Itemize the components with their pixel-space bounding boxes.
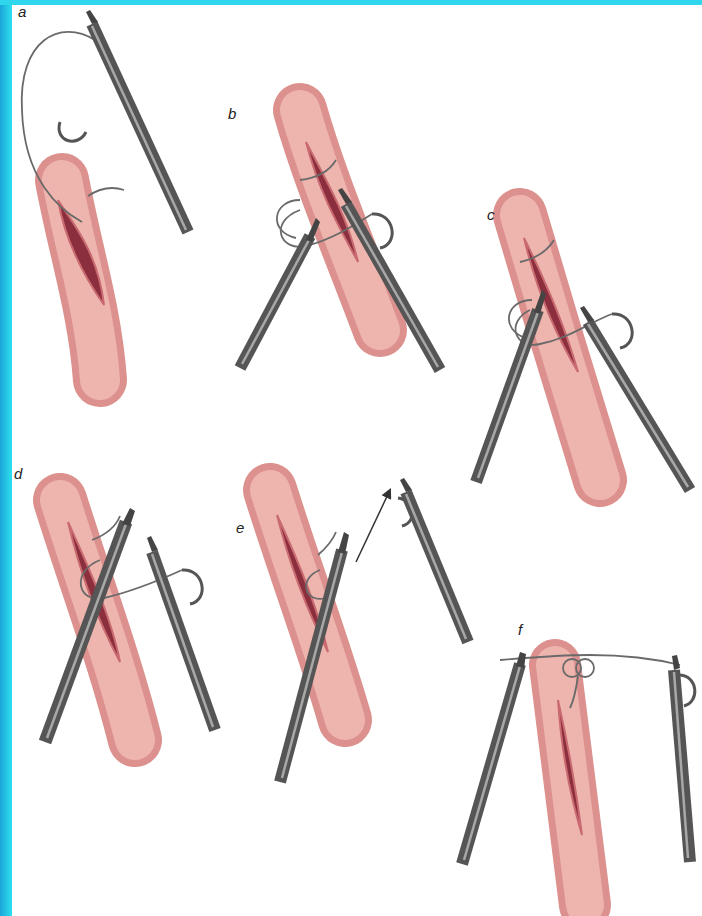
sutures: [22, 32, 695, 708]
needle-holder: [346, 204, 440, 370]
jaw: [516, 652, 526, 668]
suture-thread: [306, 570, 326, 599]
incision: [58, 200, 104, 305]
needle: [372, 214, 392, 248]
shaft-highlight: [47, 524, 126, 738]
needle: [59, 122, 86, 141]
shaft-highlight: [674, 672, 688, 858]
needle-holder: [92, 24, 188, 232]
motion-arrow: [356, 490, 390, 562]
jaw: [534, 290, 546, 314]
shaft-highlight: [242, 238, 310, 364]
instruments: [45, 10, 690, 864]
shaft-highlight: [346, 206, 438, 367]
needle-holder: [152, 552, 215, 730]
vessel: [300, 110, 380, 330]
incision: [558, 700, 582, 835]
panel-letter: f: [518, 622, 522, 639]
vessel: [300, 110, 380, 330]
panel-letter: d: [14, 466, 22, 483]
needle-holder: [588, 322, 690, 490]
jaw: [147, 536, 158, 552]
jaw: [580, 306, 594, 322]
jaw: [338, 188, 352, 204]
needle: [612, 314, 632, 348]
shaft-highlight: [478, 312, 538, 478]
grasper: [462, 664, 520, 864]
suture-thread: [277, 200, 300, 238]
vessel: [555, 665, 585, 905]
vessel: [520, 215, 600, 480]
grasper: [240, 236, 310, 368]
needle-holder: [674, 670, 690, 862]
vessels: [60, 110, 600, 905]
jaw: [86, 10, 98, 24]
needle-holder: [406, 492, 468, 642]
suture-thread: [88, 188, 124, 196]
panel-letter: e: [236, 520, 244, 537]
jaw: [306, 218, 320, 242]
shaft-highlight: [406, 494, 466, 639]
suture-thread: [300, 160, 336, 180]
panel-letter: c: [487, 207, 495, 224]
needle: [182, 570, 202, 604]
panel-letter: a: [18, 4, 26, 21]
suture-thread: [520, 240, 554, 262]
side-bar: [0, 0, 12, 916]
grasper: [45, 522, 126, 742]
shaft-highlight: [464, 666, 520, 860]
vessel: [520, 215, 600, 480]
panel-letter: b: [228, 106, 236, 123]
grasper: [476, 310, 538, 482]
jaw: [672, 655, 680, 670]
vessel: [555, 665, 585, 905]
suture-knot: [576, 659, 594, 677]
top-bar: [0, 0, 702, 5]
shaft-highlight: [282, 552, 342, 778]
jaw: [122, 508, 135, 526]
jaw: [338, 532, 349, 554]
suture-thread: [318, 532, 336, 555]
grasper: [280, 550, 342, 782]
suture-thread: [570, 676, 578, 708]
shaft-highlight: [152, 554, 213, 727]
shaft-highlight: [588, 324, 688, 487]
suture-thread: [22, 32, 95, 222]
shaft-highlight: [92, 26, 186, 230]
jaw: [400, 478, 412, 492]
